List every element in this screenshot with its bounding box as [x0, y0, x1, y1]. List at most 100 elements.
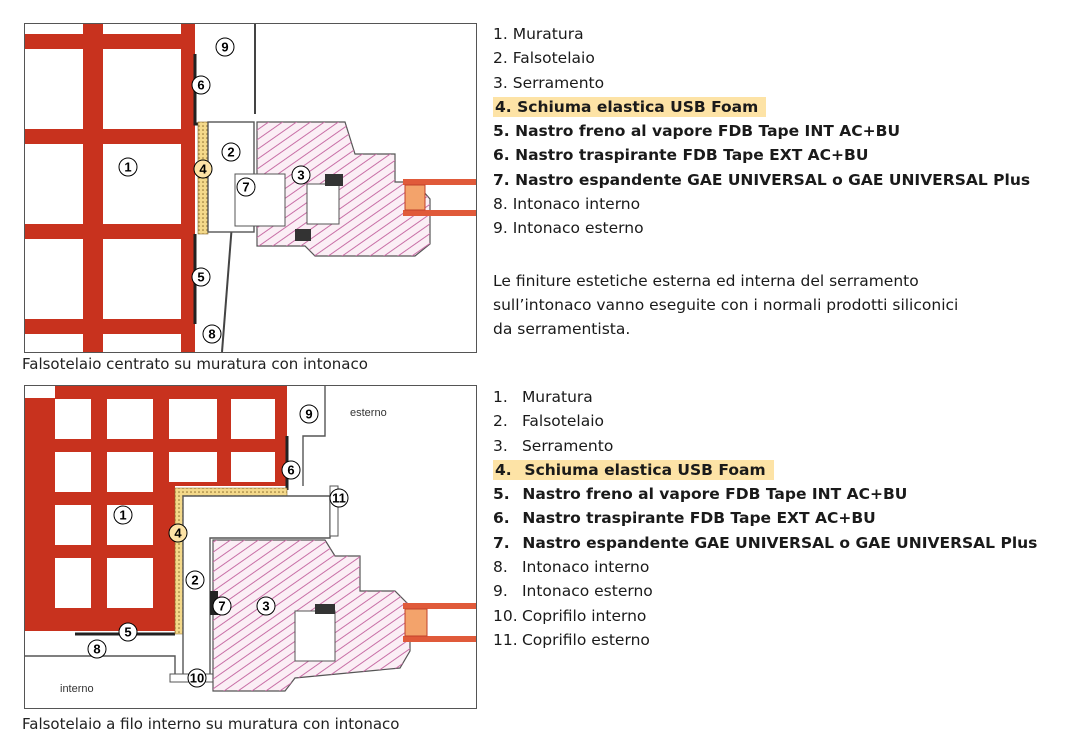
label-esterno: esterno	[350, 407, 387, 419]
legend-item-label: Nastro freno al vapore FDB Tape INT AC+B…	[515, 122, 901, 141]
diagram-bottom: esterno interno 9 6 11 1 4 2 7 3 5 8 10	[24, 385, 477, 709]
legend-item-number: 6.	[493, 146, 510, 165]
legend-item-number: 8.	[493, 195, 508, 214]
legend-item: 10. Coprifilo interno	[493, 604, 1037, 628]
legend-item-text: 10. Coprifilo interno	[493, 607, 646, 625]
callout-8: 8	[208, 327, 215, 342]
legend-item-number: 1.	[493, 388, 508, 406]
legend-item-label: Falsotelaio	[512, 49, 595, 68]
legend-item-number: 7.	[493, 533, 510, 552]
legend-item-label: Intonaco interno	[521, 558, 650, 577]
callout-2: 2	[191, 573, 198, 588]
callout-11: 11	[332, 491, 346, 506]
legend-item: 1. Muratura	[493, 22, 1030, 46]
legend-item-number: 5.	[493, 122, 510, 141]
masonry	[25, 24, 195, 352]
diagram-bottom-drawing: esterno interno 9 6 11 1 4 2 7 3 5 8 10	[25, 386, 476, 695]
legend-item-label: Nastro traspirante FDB Tape EXT AC+BU	[522, 509, 876, 528]
legend-item-number: 2.	[493, 412, 508, 431]
legend-item-label: Schiuma elastica USB Foam	[524, 460, 766, 479]
label-interno: interno	[60, 683, 94, 695]
external-plaster	[302, 386, 326, 486]
window-frame	[234, 121, 431, 257]
legend-item-number: 11.	[493, 630, 518, 649]
legend-item: 4. Schiuma elastica USB Foam	[493, 95, 1030, 119]
legend-item-number: 7.	[493, 170, 510, 189]
legend-item-number: 8.	[493, 558, 508, 577]
legend-item-number: 9.	[493, 219, 508, 238]
legend-item: 7. Nastro espandente GAE UNIVERSAL o GAE…	[493, 531, 1037, 555]
legend-item-text: 7. Nastro espandente GAE UNIVERSAL o GAE…	[493, 534, 1037, 552]
legend-item-text: 7. Nastro espandente GAE UNIVERSAL o GAE…	[493, 171, 1030, 189]
legend-item-label: Nastro espandente GAE UNIVERSAL o GAE UN…	[522, 533, 1038, 552]
legend-item: 2. Falsotelaio	[493, 46, 1030, 70]
legend-item-text: 9. Intonaco esterno	[493, 582, 653, 600]
legend-item-label: Falsotelaio	[521, 412, 605, 431]
diagram-top: 9 6 1 4 2 7 3 5 8	[24, 23, 477, 353]
legend-item-label: Serramento	[521, 436, 614, 455]
callout-6: 6	[197, 78, 204, 93]
legend-item-label: Serramento	[512, 73, 605, 92]
legend-item-text: 1. Muratura	[493, 388, 593, 406]
callout-2: 2	[227, 145, 234, 160]
legend-item: 8. Intonaco interno	[493, 192, 1030, 216]
legend-item-number: 4.	[495, 97, 512, 116]
legend-item-number: 3.	[493, 73, 508, 92]
legend-item-text: 8. Intonaco interno	[493, 558, 649, 576]
legend-item: 8. Intonaco interno	[493, 555, 1037, 579]
caption-bottom: Falsotelaio a filo interno su muratura c…	[22, 715, 400, 733]
callout-5: 5	[197, 270, 204, 285]
callout-8: 8	[93, 642, 100, 657]
legend-item-text: 8. Intonaco interno	[493, 195, 640, 213]
legend-item: 11. Coprifilo esterno	[493, 628, 1037, 652]
legend-item-label: Muratura	[521, 388, 593, 406]
callout-3: 3	[297, 168, 304, 183]
legend-item-text: 6. Nastro traspirante FDB Tape EXT AC+BU	[493, 146, 868, 164]
legend-item-text: 5. Nastro freno al vapore FDB Tape INT A…	[493, 485, 907, 503]
legend-item-text: 4. Schiuma elastica USB Foam	[493, 96, 767, 117]
legend-item-text: 11. Coprifilo esterno	[493, 631, 650, 649]
legend-item-label: Nastro espandente GAE UNIVERSAL o GAE UN…	[515, 170, 1031, 189]
callout-10: 10	[190, 671, 204, 686]
masonry	[25, 386, 287, 631]
callout-9: 9	[305, 407, 312, 422]
callout-6: 6	[287, 463, 294, 478]
callout-1: 1	[124, 160, 131, 175]
legend-item: 9. Intonaco esterno	[493, 579, 1037, 603]
legend-item: 5. Nastro freno al vapore FDB Tape INT A…	[493, 482, 1037, 506]
legend-item-text: 2. Falsotelaio	[493, 49, 595, 67]
legend-item-number: 1.	[493, 25, 508, 43]
legend-item: 1. Muratura	[493, 385, 1037, 409]
legend-item: 3. Serramento	[493, 71, 1030, 95]
legend-item: 6. Nastro traspirante FDB Tape EXT AC+BU	[493, 143, 1030, 167]
legend-item-text: 6. Nastro traspirante FDB Tape EXT AC+BU	[493, 509, 876, 527]
callout-4: 4	[174, 526, 182, 541]
legend-item-number: 10.	[493, 606, 518, 625]
diagram-top-drawing: 9 6 1 4 2 7 3 5 8	[25, 24, 476, 352]
callout-7: 7	[218, 599, 225, 614]
legend-item-text: 1. Muratura	[493, 25, 584, 43]
caption-top: Falsotelaio centrato su muratura con int…	[22, 355, 368, 373]
legend-item-number: 3.	[493, 436, 508, 455]
legend-item: 3. Serramento	[493, 434, 1037, 458]
legend-item: 2. Falsotelaio	[493, 409, 1037, 433]
legend-item-number: 2.	[493, 49, 508, 68]
legend-item-label: Muratura	[512, 25, 584, 43]
glass	[403, 603, 476, 642]
callout-9: 9	[221, 40, 228, 55]
callout-3: 3	[262, 599, 269, 614]
legend-item: 9. Intonaco esterno	[493, 216, 1030, 240]
internal-plaster	[221, 223, 233, 352]
legend-item-label: Coprifilo interno	[521, 606, 647, 625]
legend-item-label: Intonaco interno	[512, 195, 641, 214]
legend-item-label: Schiuma elastica USB Foam	[517, 97, 759, 116]
legend-item-label: Intonaco esterno	[521, 582, 653, 601]
legend-item-text: 5. Nastro freno al vapore FDB Tape INT A…	[493, 122, 900, 140]
note-top: Le finiture estetiche esterna ed interna…	[493, 272, 959, 338]
legend-item: 7. Nastro espandente GAE UNIVERSAL o GAE…	[493, 168, 1030, 192]
legend-item: 4. Schiuma elastica USB Foam	[493, 458, 1037, 482]
legend-item-number: 4.	[495, 460, 512, 479]
legend-item-text: 2. Falsotelaio	[493, 412, 604, 430]
